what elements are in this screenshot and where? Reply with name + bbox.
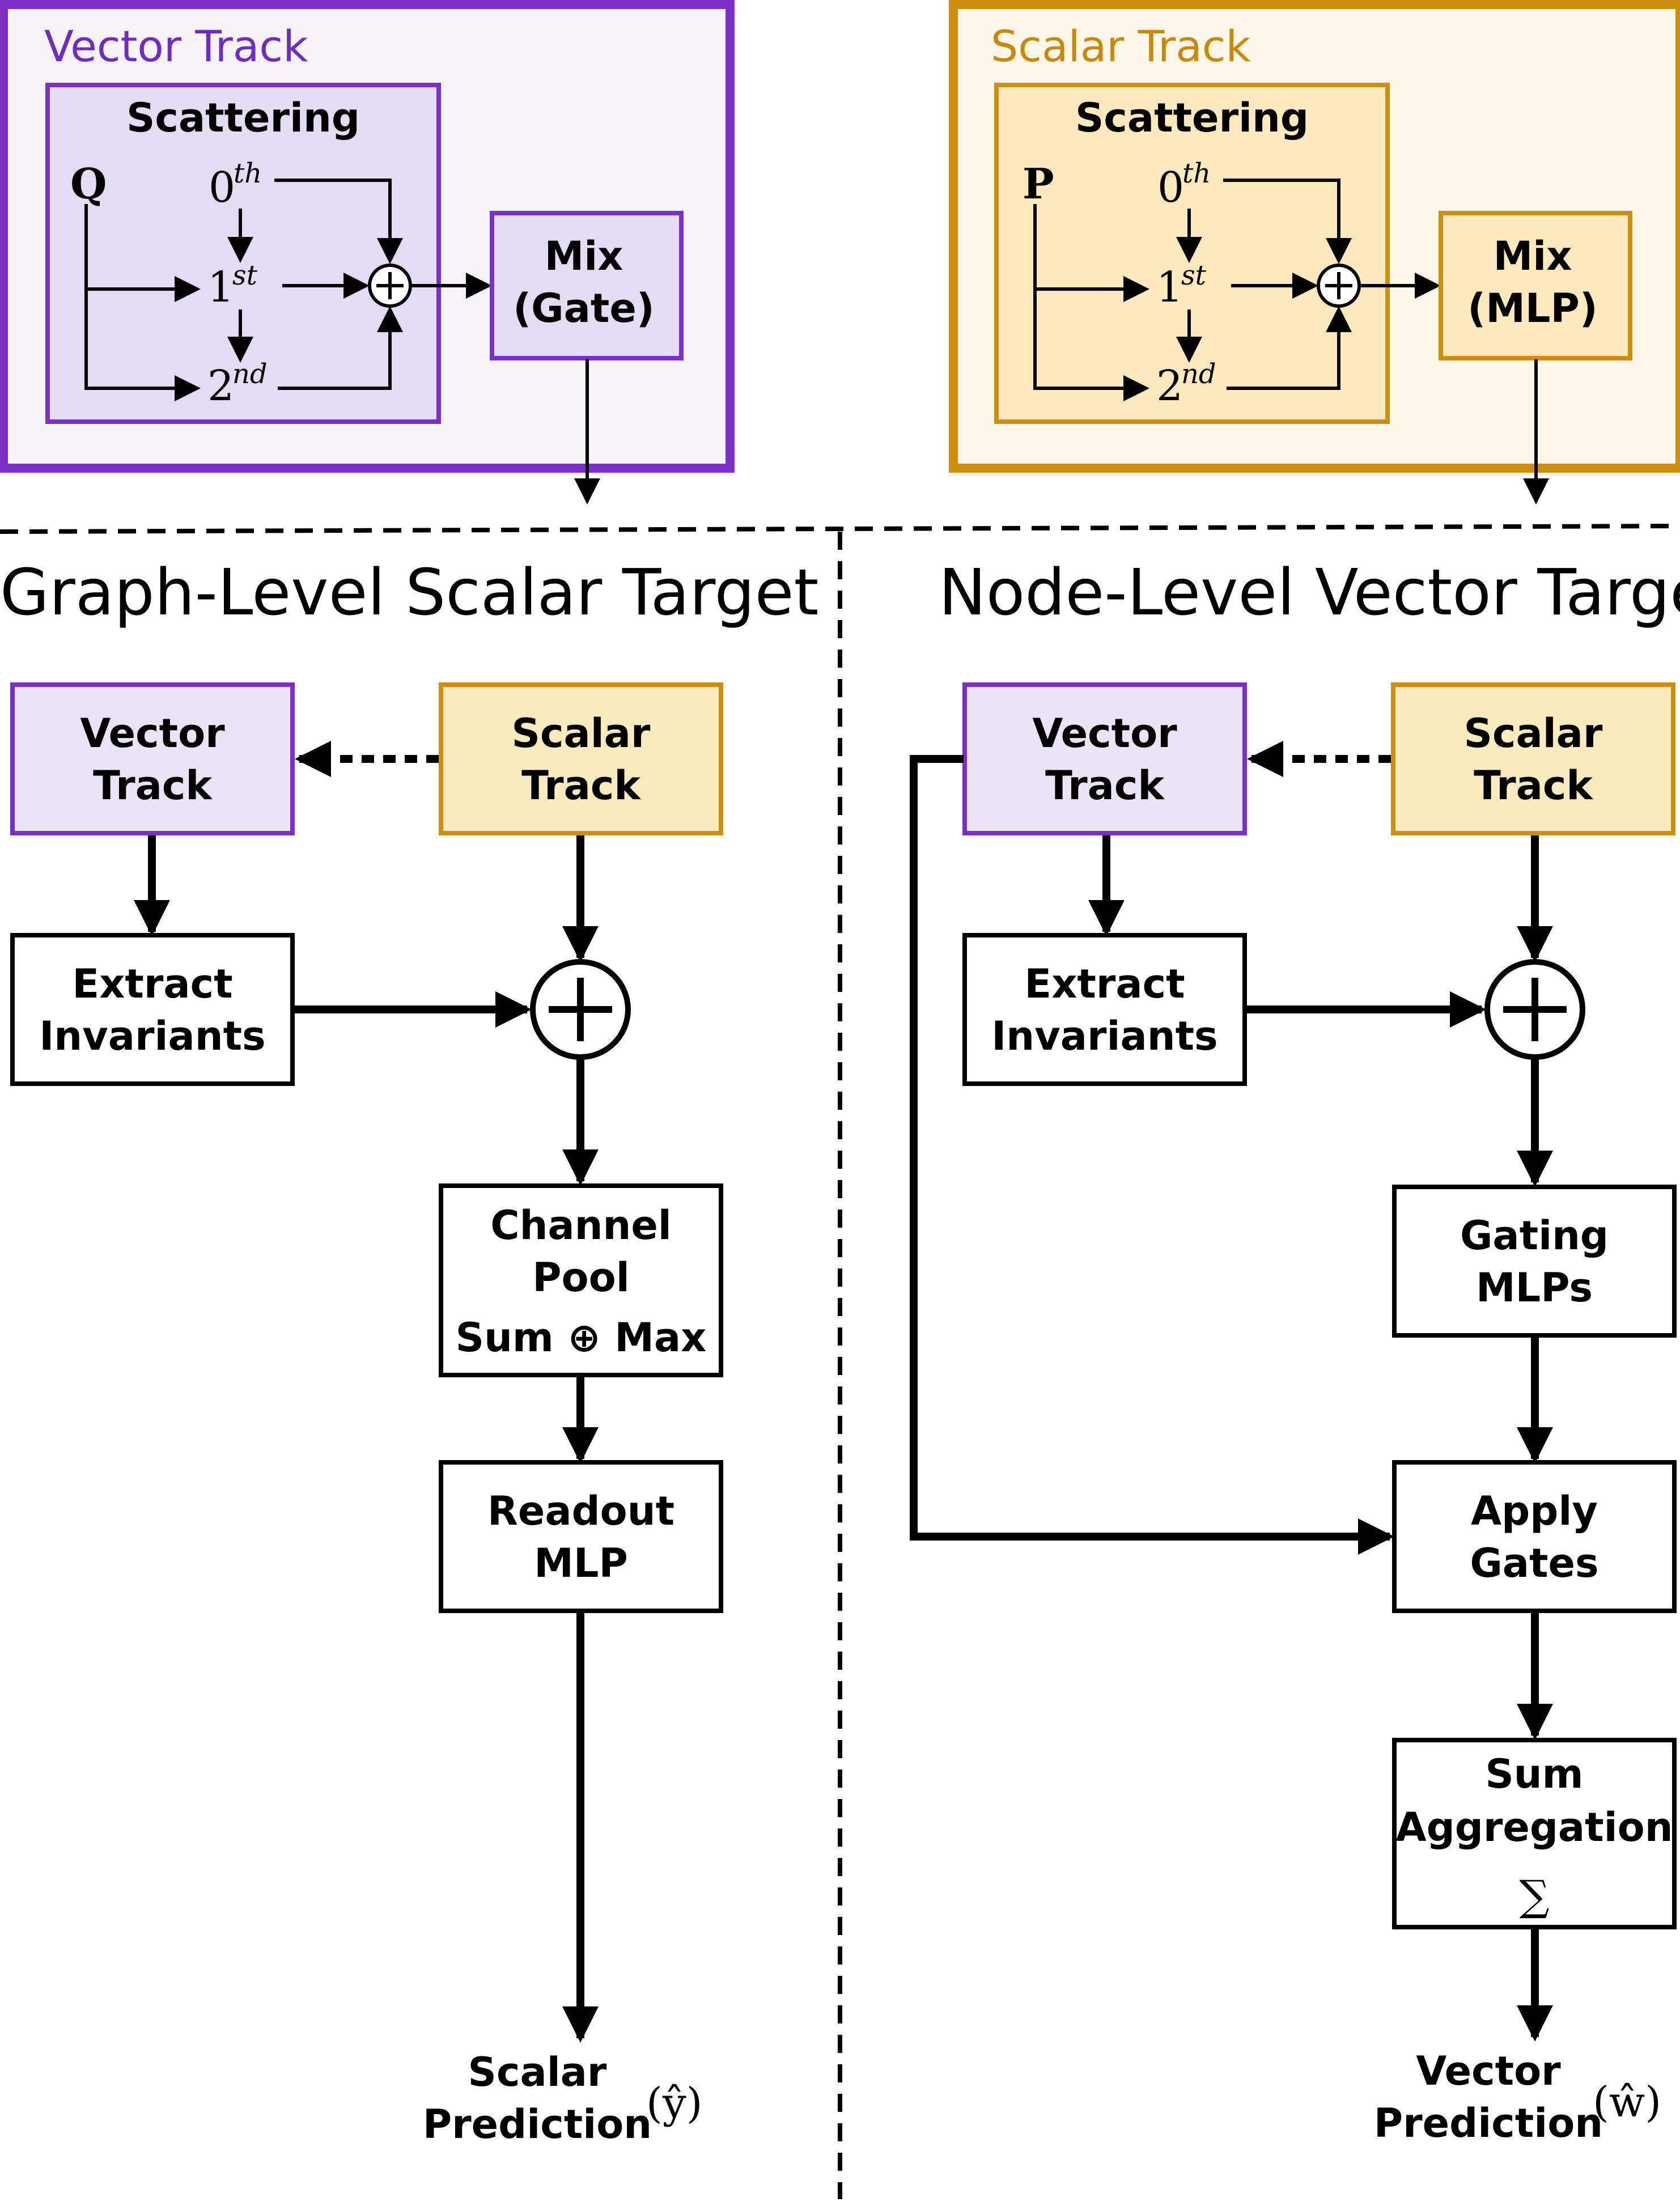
scalar-track-title: Scalar Track: [991, 21, 1251, 71]
scalar-order-1-sup: st: [1181, 260, 1207, 291]
vector-0th-to-sum-arrow: [274, 179, 403, 264]
left-extract-label-1: Extract: [72, 961, 232, 1007]
apply-gates-box: [1392, 1460, 1677, 1613]
readout-label-2: MLP: [534, 1540, 628, 1586]
right-vector-track-label-2: Track: [1045, 762, 1165, 809]
right-extract-invariants-box: [962, 933, 1247, 1086]
sum-symbol: ∑: [1520, 1872, 1550, 1920]
left-vector-track-label-2: Track: [93, 762, 213, 809]
vector-track-title: Vector Track: [44, 21, 308, 71]
scalar-0th-to-sum-arrow: [1223, 179, 1352, 264]
scalar-mix-box: [1439, 211, 1632, 360]
vector-order-0-sup: th: [234, 158, 262, 189]
left-vector-track-box: [10, 682, 295, 835]
left-extract-invariants-box: [10, 933, 295, 1086]
horizontal-divider: [0, 524, 1680, 534]
scalar-prediction-label-1: Scalar: [468, 2049, 607, 2095]
right-vector-track-label-1: Vector: [1032, 710, 1177, 757]
sum-aggregation-box: [1392, 1738, 1677, 1929]
gating-label-1: Gating: [1460, 1212, 1609, 1259]
right-scalar-track-label-2: Track: [1474, 762, 1593, 809]
graph-level-panel: Graph-Level Scalar Target Vector Track S…: [0, 556, 818, 2148]
left-extract-label-2: Invariants: [39, 1013, 265, 1059]
channel-pool-box: [439, 1183, 723, 1377]
vector-order-2-sup: nd: [232, 358, 268, 390]
vector-scattering-label: Scattering: [126, 95, 360, 141]
vector-2nd-to-sum-arrow: [278, 306, 403, 390]
scalar-mix-label-1: Mix: [1494, 233, 1572, 279]
vector-track-panel: Vector Track Scattering Q 0 th 1 st 2 nd…: [0, 0, 735, 504]
channel-pool-label-2: Pool: [532, 1254, 629, 1301]
right-extract-label-1: Extract: [1024, 961, 1185, 1007]
gating-label-2: MLPs: [1476, 1265, 1593, 1311]
scalar-order-2: 2: [1156, 362, 1183, 410]
vector-order-1-sup: st: [232, 260, 258, 291]
graph-level-heading: Graph-Level Scalar Target: [0, 556, 818, 630]
node-level-heading: Node-Level Vector Target: [939, 556, 1680, 630]
plus-icon: [1325, 272, 1352, 299]
left-scalar-track-label-2: Track: [521, 762, 641, 809]
scalar-p-to-2nd-arrow: [1033, 204, 1149, 401]
vector-prediction-label-1: Vector: [1416, 2048, 1561, 2094]
scalar-2nd-to-sum-arrow: [1227, 306, 1352, 390]
vector-mix-box: [490, 211, 684, 360]
plus-icon: [549, 978, 612, 1041]
scalar-mix-label-2: (MLP): [1467, 285, 1598, 332]
readout-label-1: Readout: [487, 1488, 674, 1534]
left-scalar-track-box: [439, 682, 723, 835]
scalar-scattering-label: Scattering: [1075, 95, 1309, 141]
right-scalar-track-box: [1391, 682, 1675, 835]
apply-label-2: Gates: [1470, 1540, 1598, 1586]
scalar-order-2-sup: nd: [1181, 358, 1216, 390]
left-scalar-track-label-1: Scalar: [512, 710, 651, 757]
plus-icon: [1503, 978, 1567, 1041]
right-vector-track-box: [962, 682, 1247, 835]
right-extract-label-2: Invariants: [991, 1013, 1217, 1059]
plus-icon: [376, 272, 404, 299]
scalar-track-panel: Scalar Track Scattering P 0 th 1 st 2 nd…: [949, 0, 1680, 504]
sum-agg-label-2: Aggregation: [1395, 1804, 1673, 1851]
vector-order-2: 2: [207, 362, 234, 410]
node-level-panel: Node-Level Vector Target Vector Track Sc…: [910, 556, 1680, 2146]
channel-pool-label-3: Sum ⊕ Max: [456, 1314, 707, 1361]
scalar-input-symbol: P: [1023, 160, 1054, 209]
scalar-order-0-sup: th: [1182, 158, 1211, 189]
vector-mix-label-1: Mix: [545, 233, 623, 279]
vector-input-symbol: Q: [70, 160, 107, 209]
vector-mix-label-2: (Gate): [513, 285, 655, 332]
scalar-prediction-symbol: (ŷ): [646, 2079, 703, 2128]
vector-prediction-symbol: (ŵ): [1593, 2078, 1661, 2127]
channel-pool-label-1: Channel: [490, 1202, 672, 1249]
readout-mlp-box: [439, 1460, 723, 1613]
vector-order-1: 1: [207, 263, 234, 312]
right-scalar-track-label-1: Scalar: [1464, 710, 1603, 757]
scalar-prediction-label-2: Prediction: [423, 2101, 652, 2148]
vector-q-to-2nd-arrow: [84, 204, 201, 401]
vector-order-0: 0: [209, 163, 235, 212]
sum-agg-label-1: Sum: [1485, 1751, 1583, 1797]
vector-prediction-label-2: Prediction: [1374, 2100, 1603, 2146]
right-vector-to-apply-arrow: [910, 755, 1394, 1555]
left-vector-track-label-1: Vector: [80, 710, 225, 757]
gating-mlps-box: [1392, 1185, 1677, 1338]
apply-label-1: Apply: [1471, 1488, 1598, 1534]
scalar-order-1: 1: [1156, 263, 1183, 312]
scalar-order-0: 0: [1157, 163, 1184, 212]
